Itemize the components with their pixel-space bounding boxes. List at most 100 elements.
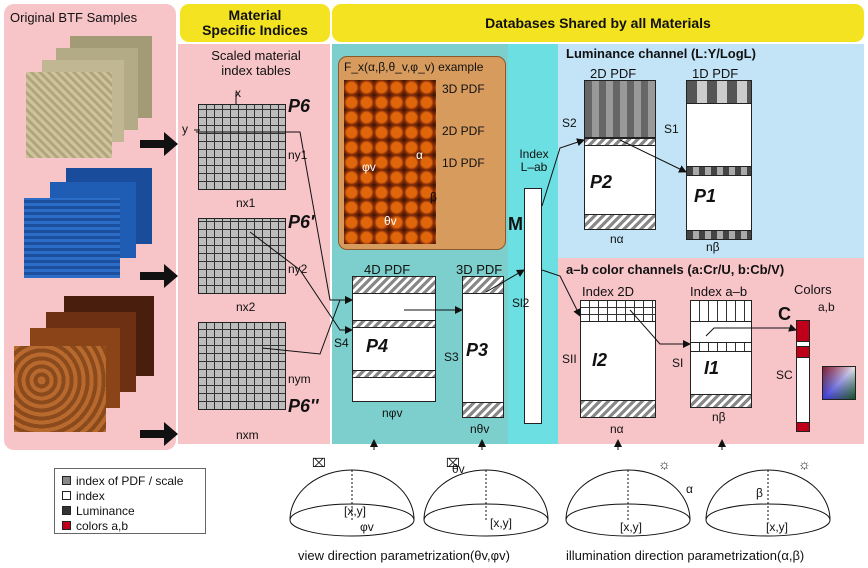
lum-na: nα: [610, 232, 624, 246]
example-phi: φv: [362, 160, 376, 174]
ab-na: nα: [610, 422, 624, 436]
ab-color-map: [822, 366, 856, 400]
table-2-P: P6': [288, 212, 315, 232]
ab-2d-grid: [580, 300, 656, 322]
lum-1d-top: [686, 80, 752, 104]
example-photo: [344, 80, 436, 244]
legend-label: index of PDF / scale: [76, 474, 184, 488]
xy-label-2: [x,y]: [490, 516, 513, 530]
ab-colors-red-mid: [796, 346, 810, 358]
lum-pdf1: 1D PDF: [692, 66, 739, 81]
table-2-ny: ny2: [288, 262, 308, 276]
legend-swatch: [62, 476, 71, 485]
lum-pdf2: 2D PDF: [590, 66, 637, 81]
ab-I1: I1: [704, 358, 720, 378]
legend: [54, 468, 206, 534]
bottom-illum-label: illumination direction parametrization(α…: [566, 548, 805, 563]
example-3d: 3D PDF: [442, 82, 485, 96]
example-title: F_x(α,β,θ_v,φ_v) example: [344, 60, 484, 74]
connector-lines: [194, 92, 797, 450]
pdf3-S: S3: [444, 350, 459, 364]
table-1-P: P6: [288, 96, 311, 116]
material-title: Material Specific Indices: [180, 4, 330, 42]
example-beta: β: [430, 190, 437, 204]
lum-S2: S2: [562, 116, 577, 130]
index-lab-title: Index L–ab: [519, 147, 549, 174]
material-title-text: Material Specific Indices: [202, 7, 308, 38]
pdf3-n: nθv: [470, 422, 490, 436]
lum-P2: P2: [590, 172, 613, 192]
index-lab-M: M: [508, 214, 523, 234]
legend-swatch: [62, 521, 71, 530]
table-3-nx: nxm: [236, 428, 259, 442]
xy-label-4: [x,y]: [766, 520, 789, 534]
lum-S1: S1: [664, 122, 679, 136]
pdf4-title: 4D PDF: [364, 262, 411, 277]
table-3-P: P6'': [288, 396, 319, 416]
ab-C: C: [778, 304, 791, 324]
legend-label: index: [76, 489, 105, 503]
material-table-1: [198, 104, 286, 190]
legend-label: Luminance: [76, 504, 135, 518]
pdf3-title: 3D PDF: [456, 262, 503, 277]
example-theta: θv: [384, 214, 397, 228]
bottom-view-label: view direction parametrization(θv,φv): [298, 548, 510, 563]
pdf4-block: [352, 276, 436, 402]
camera-icon: ⌧: [312, 456, 326, 470]
material-table-3: [198, 322, 286, 410]
table-1-nx: nx1: [236, 196, 256, 210]
axis-y-label: y: [182, 122, 188, 136]
index-lab-S: Sl2: [512, 296, 530, 310]
table-1-ny: ny1: [288, 148, 308, 162]
ab-indexab: Index a–b: [690, 284, 748, 299]
ab-colors: Colors: [794, 282, 832, 297]
hemispheres: [289, 469, 831, 537]
shared-title-text: Databases Shared by all Materials: [485, 14, 711, 31]
legend-label: colors a,b: [76, 519, 129, 533]
pdf4-P: P4: [366, 336, 389, 356]
arrow-sample-2: [140, 264, 178, 288]
ab-index2d: Index 2D: [582, 284, 635, 299]
shared-title: Databases Shared by all Materials: [332, 4, 864, 42]
ab-nb: nβ: [712, 410, 726, 424]
lum-1d-bot: [686, 230, 752, 240]
ab-ab: a,b: [818, 300, 835, 314]
theta-label: θv: [452, 462, 465, 476]
pdf3-block: [462, 276, 504, 418]
pdf4-S: S4: [334, 336, 349, 350]
ab-I2: I2: [592, 350, 608, 370]
ab-1d-grid: [690, 300, 752, 322]
luminance-title: Luminance channel (L:Y/LogL): [566, 46, 756, 61]
material-table-2: [198, 218, 286, 294]
beta-label: β: [756, 486, 763, 500]
original-title: Original BTF Samples: [10, 10, 138, 25]
scaled-title: Scaled material index tables: [211, 48, 301, 78]
sun-icon: ☼: [658, 456, 671, 472]
legend-swatch: [62, 491, 71, 500]
big-arrows: [140, 132, 178, 446]
legend-swatch: [62, 506, 71, 515]
example-alpha: α: [416, 148, 423, 162]
sun-icon-2: ☼: [798, 456, 811, 472]
lum-nb: nβ: [706, 240, 720, 254]
pdf4-n: nφv: [382, 406, 403, 420]
pdf3-hatch-top: [462, 276, 504, 294]
pdf4-hatch-mid: [352, 320, 436, 328]
camera-icon-2: ⌧: [446, 456, 460, 470]
pdf3-hatch-bot: [462, 402, 504, 418]
lum-P1: P1: [694, 186, 717, 206]
pdf4-hatch-top: [352, 276, 436, 294]
index-lab-column: [524, 188, 542, 424]
arrow-sample-1: [140, 132, 178, 156]
axis-x-label: x: [235, 86, 241, 100]
example-1d: 1D PDF: [442, 156, 485, 170]
arrow-sample-3: [140, 422, 178, 446]
ab-SII: SII: [562, 352, 577, 366]
table-3-ny: nym: [288, 372, 311, 386]
pdf3-P: P3: [466, 340, 489, 360]
ab-title: a–b color channels (a:Cr/U, b:Cb/V): [566, 262, 785, 277]
xy-label-1: [x,y]: [344, 504, 367, 518]
example-2d: 2D PDF: [442, 124, 485, 138]
phi-label: φv: [360, 520, 374, 534]
